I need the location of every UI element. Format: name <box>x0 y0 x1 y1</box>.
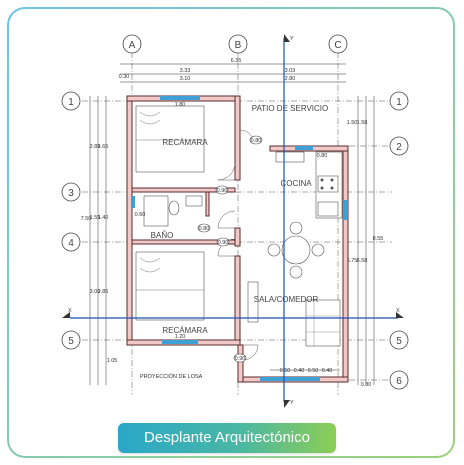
dim-bottom-d: 0.40 <box>322 368 333 374</box>
dim-right-d: 6.58 <box>357 258 368 264</box>
dim-height-left: 7.50 <box>81 216 92 222</box>
grid-bubble-B: B <box>228 34 248 54</box>
dim-right-b: 1.58 <box>357 120 368 126</box>
grid-bubble-right-1: 1 <box>389 91 409 111</box>
svg-text:5: 5 <box>68 336 74 347</box>
room-recamara-bottom: RECÁMARA <box>162 326 208 335</box>
svg-text:1: 1 <box>396 97 402 108</box>
svg-text:Y: Y <box>290 400 294 406</box>
dim-height-right: 8.55 <box>373 236 384 242</box>
dim-bottom-c: 0.50 <box>308 368 319 374</box>
section-mark-x-right: X <box>396 308 404 318</box>
grid-bubble-right-6: 6 <box>389 370 409 390</box>
grid-bubble-right-2: 2 <box>389 136 409 156</box>
dim-window-top: 1.80 <box>175 102 186 108</box>
grid-bubble-left-4: 4 <box>61 232 81 252</box>
section-mark-y-bottom: Y <box>284 400 294 408</box>
dim-kitchen-window: 0.80 <box>317 153 328 159</box>
grid-bubble-left-3: 3 <box>61 182 81 202</box>
dim-right-c: 6.75 <box>347 258 358 264</box>
door-tag-1: 0.90 <box>217 188 228 194</box>
svg-text:A: A <box>129 40 136 51</box>
dim-bottom-b: 0.40 <box>294 368 305 374</box>
room-recamara-top: RECÁMARA <box>162 138 208 147</box>
dim-bottom-a: 0.50 <box>280 368 291 374</box>
dim-bottom-offset: 0.30 <box>361 382 372 388</box>
dim-r1a: 2.85 <box>90 144 101 150</box>
dim-r3b: 2.85 <box>98 289 109 295</box>
grid-bubble-left-1: 1 <box>61 91 81 111</box>
door-tag-2: 0.80 <box>199 226 210 232</box>
dim-r4: 1.05 <box>107 358 118 364</box>
grid-bubble-left-5: 5 <box>61 330 81 350</box>
section-mark-x-left: X <box>62 308 72 318</box>
room-cocina: COCINA <box>280 179 312 188</box>
dim-right-inner: 2.80 <box>285 76 296 82</box>
dim-r2b: 1.40 <box>98 215 109 221</box>
svg-text:Y: Y <box>290 36 294 42</box>
dim-offset-top: 0.30 <box>119 74 130 80</box>
dim-right-span: 3.03 <box>285 68 296 74</box>
room-bano: BAÑO <box>151 231 174 240</box>
dim-r2a: 1.55 <box>90 215 101 221</box>
grid-bubble-A: A <box>122 34 142 54</box>
svg-text:4: 4 <box>68 238 74 249</box>
room-sala: SALA/COMEDOR <box>254 295 319 304</box>
proyeccion-label: PROYECCIÓN DE LOSA <box>140 373 203 380</box>
dim-r1b: 2.65 <box>98 144 109 150</box>
grid-bubble-C: C <box>328 34 348 54</box>
svg-text:1: 1 <box>68 97 74 108</box>
door-tag-3: 0.90 <box>218 240 229 246</box>
svg-text:X: X <box>68 308 72 314</box>
section-mark-y-top: Y <box>284 34 294 42</box>
dim-left-span: 3.33 <box>180 68 191 74</box>
svg-text:6: 6 <box>396 376 402 387</box>
frame <box>9 9 453 456</box>
caption-badge: Desplante Arquitectónico <box>118 423 336 453</box>
dim-window-bottom: 1.20 <box>175 334 186 340</box>
svg-text:5: 5 <box>396 336 402 347</box>
dim-r3a: 3.00 <box>90 289 101 295</box>
dim-left-inner: 3.10 <box>180 76 191 82</box>
dim-bath-window: 0.60 <box>135 212 146 218</box>
svg-text:2: 2 <box>396 142 402 153</box>
door-tag-4: 0.90 <box>235 356 246 362</box>
room-patio: PATIO DE SERVICIO <box>252 104 328 113</box>
svg-text:B: B <box>235 40 242 51</box>
dim-right-a: 1.50 <box>347 120 358 126</box>
grid-bubble-right-5: 5 <box>389 330 409 350</box>
svg-text:X: X <box>396 308 400 314</box>
door-tag-5: 0.80 <box>251 138 262 144</box>
dim-total-width: 6.35 <box>231 58 242 64</box>
svg-text:C: C <box>334 40 341 51</box>
svg-text:3: 3 <box>68 188 74 199</box>
